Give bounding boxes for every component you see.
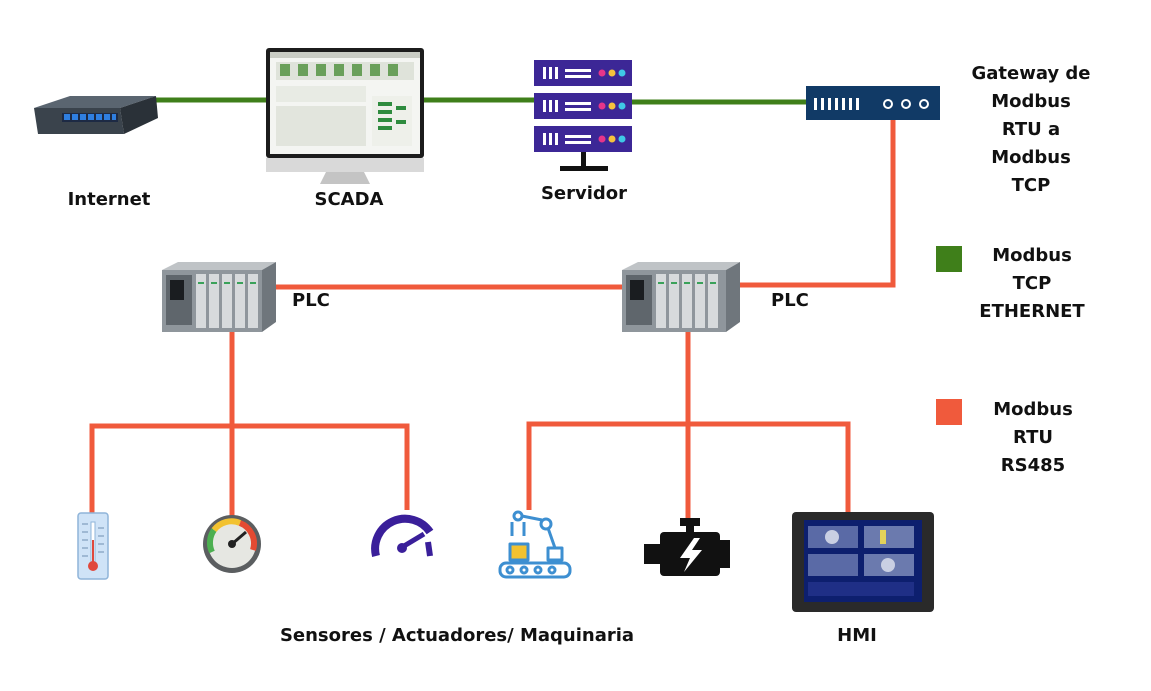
internet-label: Internet bbox=[67, 189, 151, 210]
link-plc-right-robot-hmi bbox=[526, 421, 851, 515]
plc-right-label: PLC bbox=[771, 290, 809, 311]
gateway-label-line-3: Modbus TCP bbox=[991, 147, 1071, 196]
legend-ethernet-label: Modbus TCP ETHERNET bbox=[973, 242, 1092, 326]
legend-rs485-label: Modbus RTU RS485 bbox=[974, 396, 1092, 480]
legend-rs485-line-2: RS485 bbox=[1000, 455, 1066, 476]
link-gateway-plc-right bbox=[738, 118, 896, 288]
monitor-icon bbox=[266, 48, 424, 184]
gateway-label-line-1: Gateway de bbox=[971, 63, 1091, 84]
pressure-gauge-icon bbox=[203, 515, 261, 573]
legend-ethernet-line-2: ETHERNET bbox=[979, 301, 1085, 322]
legend-ethernet-line-1: Modbus TCP bbox=[992, 245, 1072, 294]
field-devices-label: Sensores / Actuadores/ Maquinaria bbox=[279, 625, 635, 646]
rs485-links bbox=[89, 118, 896, 520]
gateway-label-line-2: Modbus RTU a bbox=[991, 91, 1071, 140]
server-rack-icon bbox=[534, 60, 632, 171]
robot-arm-icon bbox=[498, 510, 572, 579]
plc-left-label: PLC bbox=[292, 290, 330, 311]
network-switch-icon bbox=[34, 96, 158, 134]
speedometer-icon bbox=[371, 514, 434, 557]
hmi-label: HMI bbox=[837, 625, 877, 646]
gateway-label: Gateway de Modbus RTU a Modbus TCP bbox=[971, 60, 1091, 200]
server-label: Servidor bbox=[540, 183, 628, 204]
legend-swatch-ethernet bbox=[936, 246, 962, 272]
ethernet-links bbox=[150, 97, 810, 105]
plc-icon bbox=[162, 262, 276, 332]
legend-swatch-rs485 bbox=[936, 399, 962, 425]
scada-label: SCADA bbox=[314, 189, 384, 210]
plc-icon bbox=[622, 262, 740, 332]
gateway-icon bbox=[806, 86, 940, 120]
hmi-panel-icon bbox=[792, 512, 934, 612]
thermometer-icon bbox=[77, 512, 109, 580]
engine-icon bbox=[644, 518, 730, 576]
legend-rs485-line-1: Modbus RTU bbox=[993, 399, 1073, 448]
link-plc-left-sensors bbox=[89, 423, 410, 520]
